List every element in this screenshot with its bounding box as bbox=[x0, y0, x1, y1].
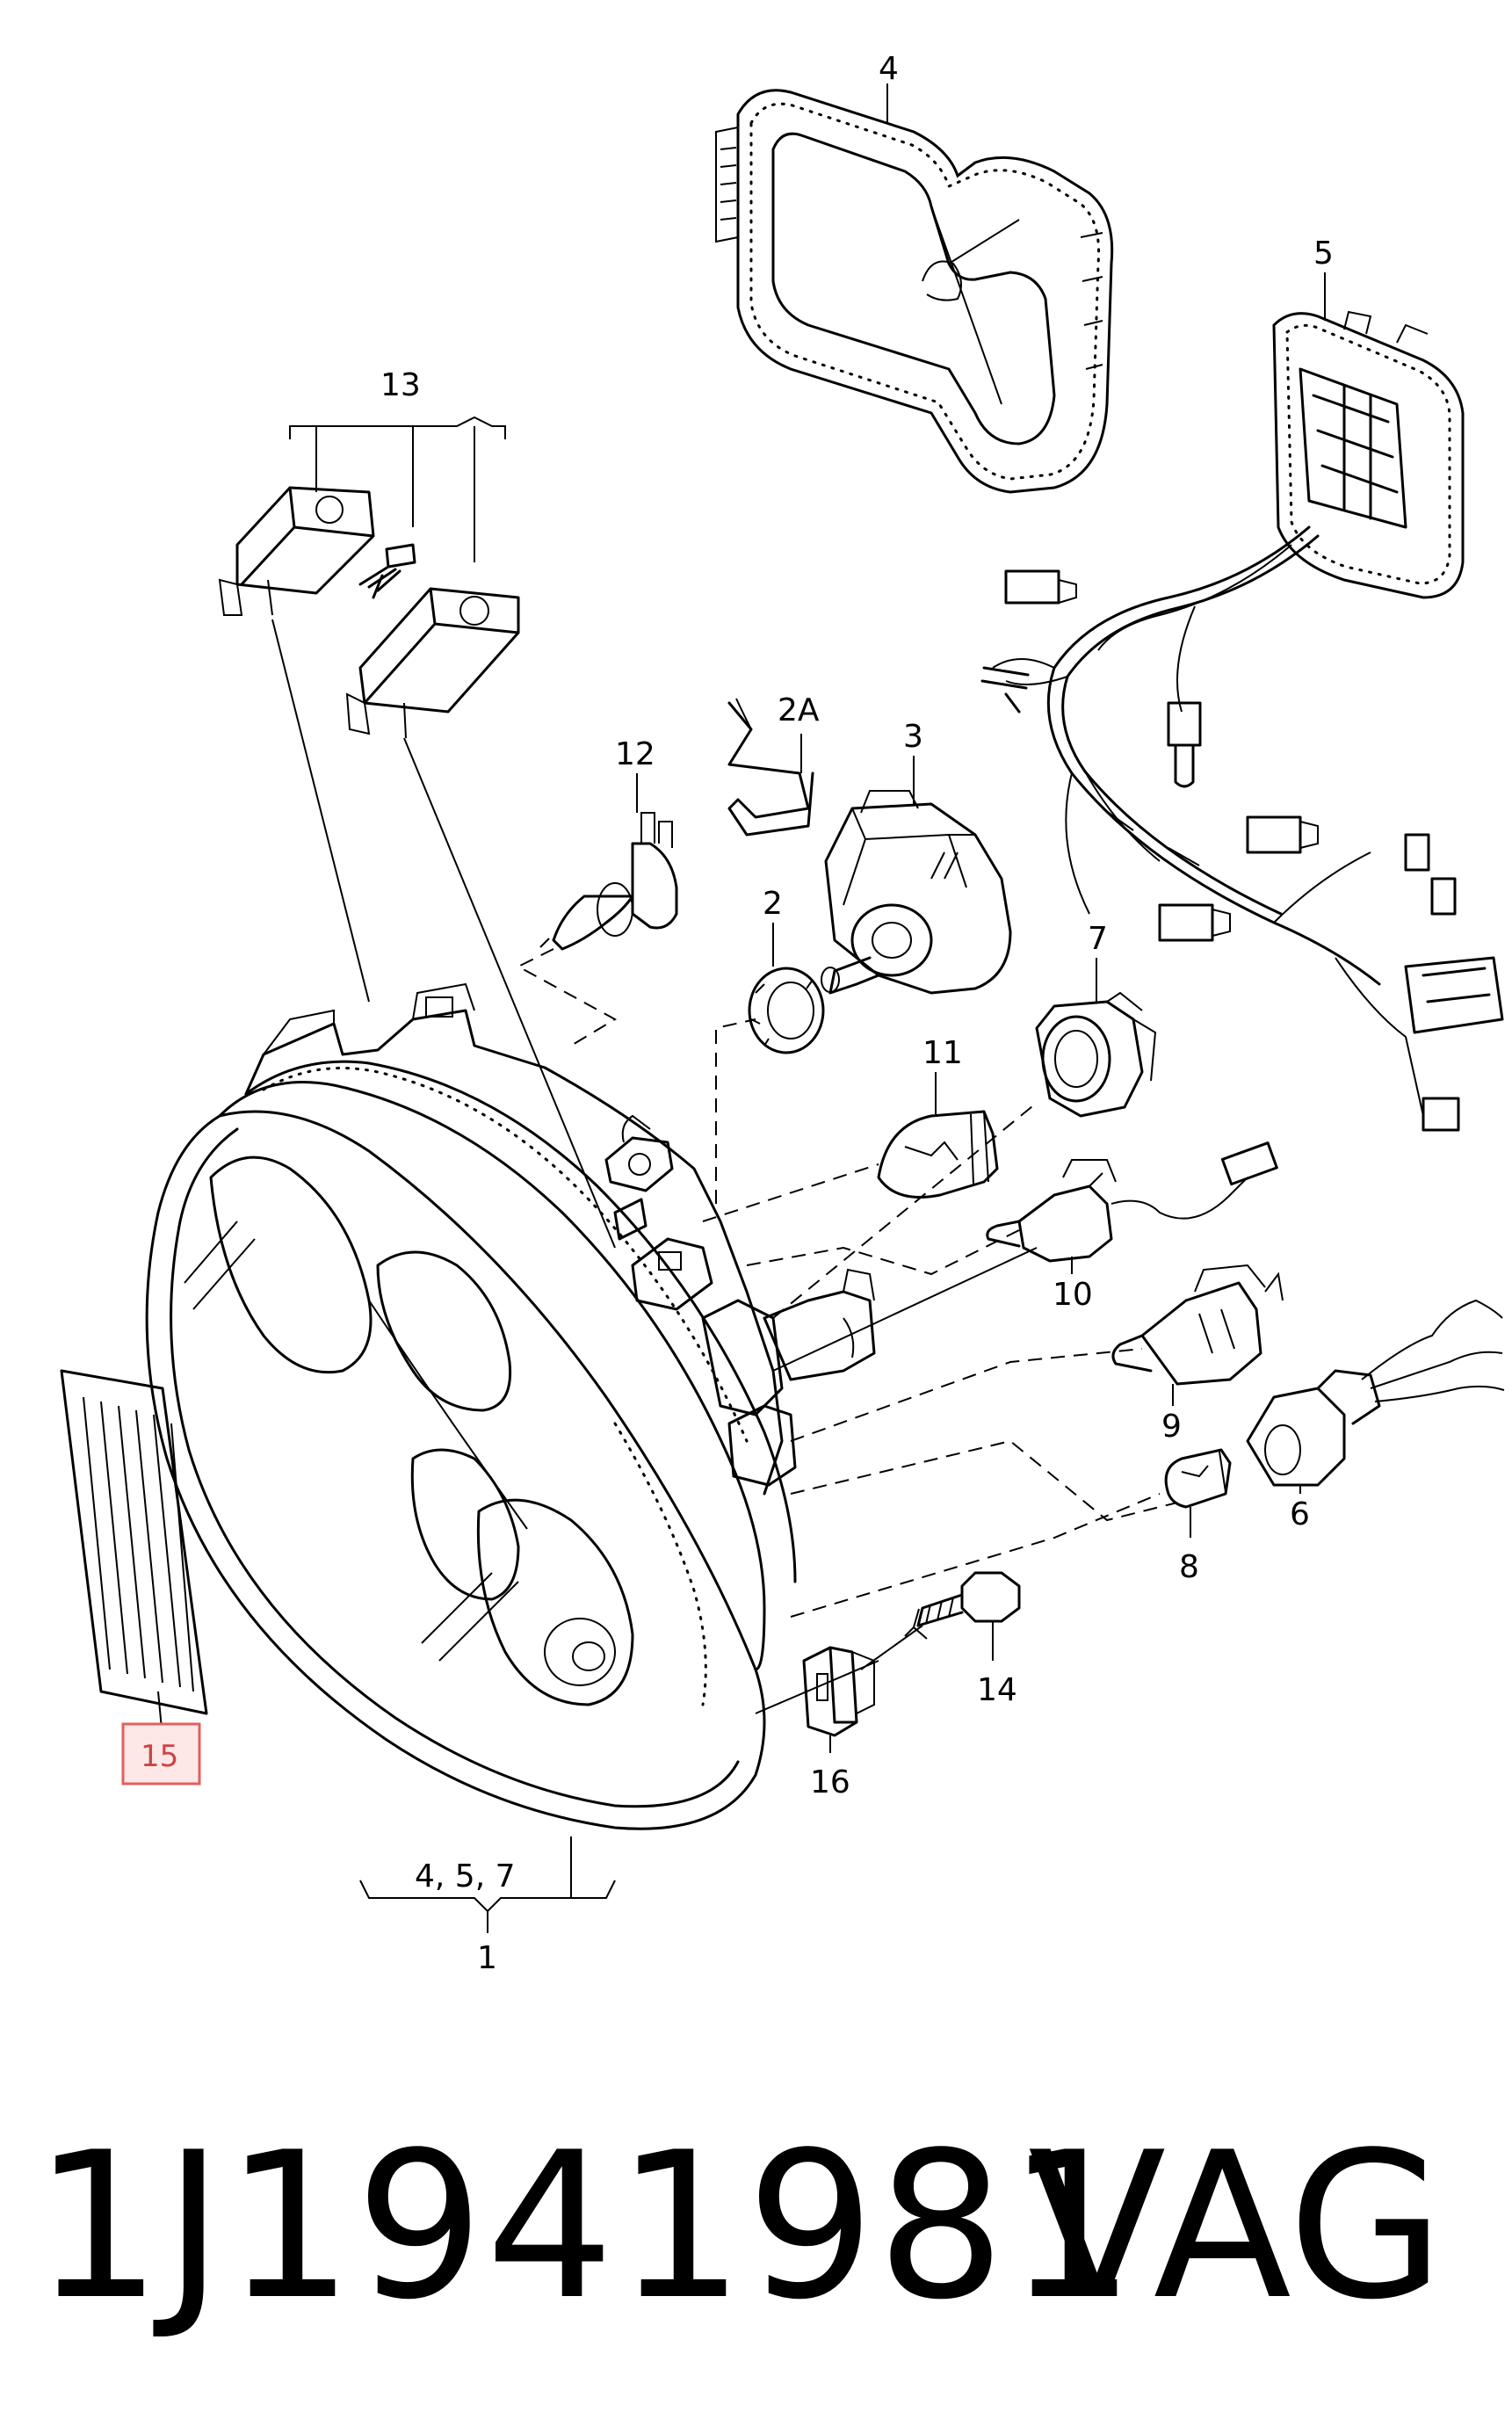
part-5-connector-housing bbox=[1272, 310, 1465, 599]
callout-14: 14 bbox=[977, 1672, 1017, 1708]
callout-11: 11 bbox=[922, 1035, 963, 1071]
part-14-screw bbox=[904, 1571, 1021, 1640]
part-11-bulb bbox=[877, 1110, 999, 1199]
callout-1: 1 bbox=[477, 1940, 497, 1976]
wiring-harness bbox=[980, 525, 1504, 1132]
callout-3: 3 bbox=[903, 719, 923, 755]
part-2-sealing-ring bbox=[748, 967, 825, 1054]
callout-6: 6 bbox=[1290, 1496, 1310, 1532]
exploded-parts-diagram: 4 5 bbox=[60, 51, 1505, 1976]
callout-15-highlight[interactable] bbox=[121, 1722, 201, 1786]
callout-2A: 2A bbox=[778, 692, 820, 728]
part-number: 1J1941981 bbox=[33, 2110, 1138, 2344]
part-6-socket-cable bbox=[1246, 1299, 1505, 1487]
callout-16: 16 bbox=[810, 1764, 850, 1800]
part-7-bulb-holder bbox=[1035, 991, 1157, 1118]
part-9-bulb bbox=[1111, 1264, 1284, 1386]
part-15-label-sticker bbox=[60, 1369, 208, 1715]
callout-4: 4 bbox=[879, 51, 899, 87]
part-10-bulb bbox=[986, 1141, 1278, 1263]
part-12-bulb bbox=[539, 812, 678, 951]
callout-8: 8 bbox=[1179, 1549, 1199, 1585]
callout-13: 13 bbox=[380, 367, 421, 403]
part-8-small-bulb bbox=[1164, 1448, 1232, 1509]
part-1-headlamp-housing bbox=[145, 982, 876, 1830]
callout-10: 10 bbox=[1053, 1277, 1093, 1313]
callout-2: 2 bbox=[763, 886, 783, 922]
part-2A-clip bbox=[727, 698, 814, 837]
callout-7: 7 bbox=[1088, 921, 1108, 957]
part-4-gasket-cover bbox=[715, 89, 1114, 494]
part-3-actuator bbox=[821, 790, 1012, 995]
callout-9: 9 bbox=[1161, 1409, 1182, 1445]
callout-15: 15 bbox=[141, 1739, 178, 1774]
part-13-clips bbox=[218, 416, 520, 739]
callout-5: 5 bbox=[1313, 235, 1334, 272]
brand-name: VAG bbox=[1028, 2110, 1445, 2344]
part-16-clip-nut bbox=[802, 1646, 875, 1737]
callout-4-5-7: 4, 5, 7 bbox=[415, 1858, 516, 1894]
callout-12: 12 bbox=[615, 736, 655, 772]
